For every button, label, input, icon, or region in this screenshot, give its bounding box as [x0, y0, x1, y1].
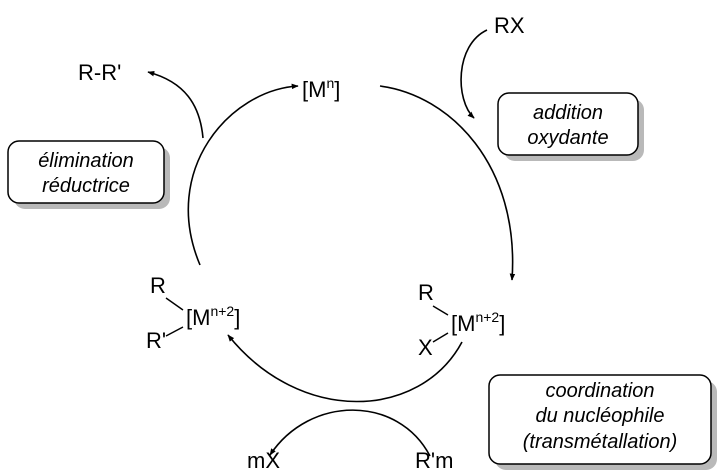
cycle-arc-top-right: [379, 85, 516, 281]
rx-entry-arrow: [460, 29, 488, 119]
transmetalation-side-arrow: [269, 409, 431, 457]
transmetal-complex: R R' [Mn+2]: [146, 273, 240, 353]
svg-text:[Mn+2]: [Mn+2]: [451, 309, 505, 336]
cycle-arc-left: [187, 83, 299, 266]
svg-text:R': R': [146, 328, 166, 353]
reductive-elimination-box: élimination réductrice: [7, 140, 170, 209]
oxidative-addition-box: addition oxydante: [497, 92, 644, 161]
svg-text:du nucléophile: du nucléophile: [536, 405, 665, 427]
svg-text:R: R: [150, 273, 166, 298]
svg-text:(transmétallation): (transmétallation): [523, 431, 678, 453]
svg-text:oxydante: oxydante: [527, 127, 608, 149]
svg-text:réductrice: réductrice: [42, 175, 130, 197]
oxidative-complex: R X [Mn+2]: [418, 280, 505, 360]
product-label: R-R': [78, 60, 121, 85]
product-exit-arrow: [147, 70, 204, 139]
svg-text:[Mn+2]: [Mn+2]: [186, 303, 240, 330]
rx-reagent: RX: [494, 13, 525, 38]
cycle-arc-bottom-right: [227, 334, 463, 403]
svg-text:addition: addition: [533, 102, 603, 124]
transmetalation-box: coordination du nucléophile (transmétall…: [488, 374, 717, 470]
svg-text:coordination: coordination: [546, 380, 655, 402]
catalyst-label: [Mn]: [302, 75, 340, 102]
svg-text:R: R: [418, 280, 434, 305]
mx-byproduct: mX: [247, 448, 280, 470]
r-prime-m-reagent: R'm: [415, 448, 453, 470]
svg-text:X: X: [418, 335, 433, 360]
svg-text:élimination: élimination: [38, 150, 134, 172]
